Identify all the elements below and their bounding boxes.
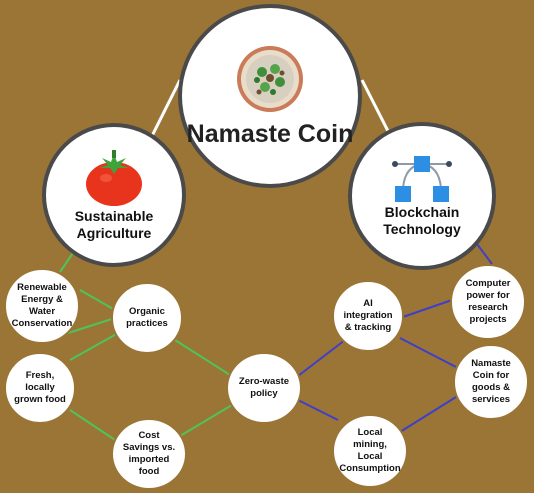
cost-savings-node: Cost Savings vs. imported food: [111, 418, 187, 490]
link-ai-computer: [399, 299, 453, 319]
coin-icon: [235, 44, 305, 114]
namaste-coin-node: Namaste Coin: [178, 4, 362, 188]
zero-waste-node: Zero-waste policy: [226, 352, 302, 424]
link-organic-zero: [174, 339, 231, 376]
connector-center-right: [360, 79, 392, 136]
link-renewable-organic: [79, 289, 116, 311]
goods-services-node: Namaste Coin for goods & services: [453, 344, 529, 420]
center-title: Namaste Coin: [186, 119, 354, 148]
renewable-energy-node: Renewable Energy & Water Conservation: [4, 268, 80, 344]
sustainable-agriculture-node: Sustainable Agriculture: [42, 123, 186, 267]
link-zero-mining: [297, 399, 339, 421]
link-organic-fresh: [69, 331, 121, 361]
tomato-icon: [82, 148, 146, 208]
organic-practices-node: Organic practices: [111, 282, 183, 354]
computer-power-node: Computer power for research projects: [450, 264, 526, 340]
link-ai-goods: [399, 337, 457, 368]
left-title: Sustainable Agriculture: [74, 208, 154, 241]
blockchain-technology-node: Blockchain Technology: [348, 122, 496, 270]
right-title: Blockchain Technology: [383, 204, 461, 237]
fresh-food-node: Fresh, locally grown food: [4, 352, 76, 424]
link-fresh-cost: [69, 409, 116, 441]
local-mining-node: Local mining, Local Consumption: [332, 414, 408, 488]
link-cost-zero: [179, 404, 233, 437]
ai-integration-node: AI integration & tracking: [332, 280, 404, 352]
connector-center-left: [148, 79, 182, 141]
network-diagram-icon: [387, 154, 457, 204]
link-mining-goods: [399, 396, 457, 433]
link-renewable-organic-lower: [61, 317, 116, 336]
link-zero-ai: [297, 339, 346, 377]
link-right-computer: [476, 243, 493, 265]
